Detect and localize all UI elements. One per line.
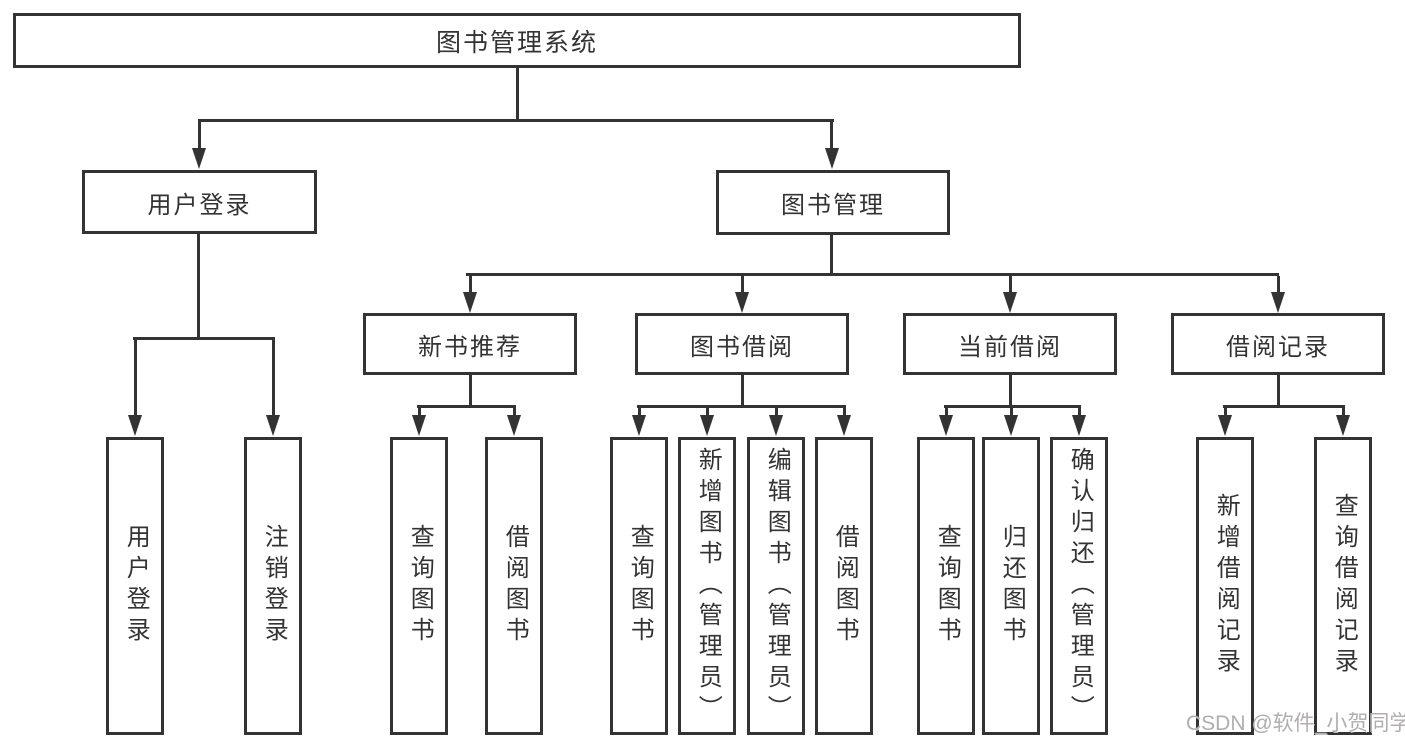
- connector-line: [1277, 374, 1280, 406]
- node-current-borrowing: 当前借阅: [903, 313, 1117, 375]
- arrow-down-icon: [1072, 415, 1086, 436]
- node-book-borrowing: 图书借阅: [635, 313, 849, 375]
- leaf-add-book-admin: 新增图书（管理员）: [678, 437, 736, 735]
- leaf-borrow-books-recommend: 借阅图书: [485, 437, 543, 735]
- arrow-down-icon: [266, 415, 280, 436]
- connector-line: [706, 405, 709, 417]
- leaf-return-book-label: 归还图书: [998, 524, 1026, 648]
- arrow-down-icon: [769, 415, 783, 436]
- connector-line: [637, 405, 846, 408]
- leaf-add-borrow-record: 新增借阅记录: [1196, 437, 1254, 735]
- connector-line: [830, 235, 833, 273]
- arrow-down-icon: [128, 415, 142, 436]
- connector-line: [469, 374, 472, 406]
- connector-line: [1223, 405, 1345, 408]
- arrow-down-icon: [463, 292, 477, 313]
- arrow-down-icon: [632, 415, 646, 436]
- node-borrowing-records: 借阅记录: [1171, 313, 1385, 375]
- arrow-down-icon: [1271, 292, 1285, 313]
- arrow-down-icon: [825, 148, 839, 169]
- node-user-login-label: 用户登录: [147, 191, 252, 219]
- arrow-down-icon: [1003, 292, 1017, 313]
- node-book-management-label: 图书管理: [781, 192, 885, 219]
- connector-line: [1342, 405, 1345, 417]
- connector-line: [198, 122, 201, 149]
- leaf-add-borrow-record-label: 新增借阅记录: [1212, 493, 1240, 679]
- connector-line: [843, 405, 846, 417]
- leaf-borrow-books-borrowing: 借阅图书: [815, 437, 873, 735]
- connector-line: [830, 122, 833, 149]
- connector-line: [418, 405, 421, 417]
- node-library-system: 图书管理系统: [13, 13, 1021, 68]
- node-book-management: 图书管理: [716, 170, 950, 235]
- leaf-confirm-return-admin-label: 确认归还（管理员）: [1066, 446, 1094, 726]
- connector-line: [417, 405, 516, 408]
- connector-line: [945, 405, 948, 417]
- connector-line: [197, 234, 200, 337]
- connector-line: [1009, 276, 1012, 294]
- connector-line: [1277, 276, 1280, 294]
- leaf-borrow-books-recommend-label: 借阅图书: [501, 524, 529, 648]
- connector-line: [741, 374, 744, 406]
- arrow-down-icon: [837, 415, 851, 436]
- leaf-logout-label: 注销登录: [260, 524, 288, 648]
- leaf-query-books-current: 查询图书: [917, 437, 975, 735]
- leaf-query-borrow-record: 查询借阅记录: [1314, 437, 1372, 735]
- connector-line: [638, 405, 641, 417]
- arrow-down-icon: [700, 415, 714, 436]
- leaf-user-login-label: 用户登录: [122, 524, 150, 648]
- connector-line: [272, 340, 275, 416]
- connector-line: [1010, 405, 1013, 417]
- leaf-confirm-return-admin: 确认归还（管理员）: [1050, 437, 1108, 735]
- leaf-user-login: 用户登录: [106, 437, 164, 735]
- leaf-query-books-current-label: 查询图书: [933, 524, 961, 648]
- leaf-return-book: 归还图书: [982, 437, 1040, 735]
- node-book-borrowing-label: 图书借阅: [690, 333, 794, 361]
- arrow-down-icon: [735, 292, 749, 313]
- connector-line: [469, 276, 472, 294]
- arrow-down-icon: [412, 415, 426, 436]
- connector-line: [133, 337, 275, 340]
- arrow-down-icon: [192, 148, 206, 169]
- connector-line: [466, 273, 1279, 276]
- connector-line: [134, 340, 137, 416]
- leaf-edit-book-admin: 编辑图书（管理员）: [747, 437, 805, 735]
- watermark: CSDN @软件_小贺同学: [1186, 712, 1405, 735]
- leaf-add-book-admin-label: 新增图书（管理员）: [694, 446, 722, 726]
- leaf-query-books-recommend: 查询图书: [390, 437, 448, 735]
- arrow-down-icon: [1336, 415, 1350, 436]
- connector-line: [1009, 374, 1012, 406]
- connector-line: [741, 276, 744, 294]
- node-current-borrowing-label: 当前借阅: [958, 333, 1062, 361]
- connector-line: [1078, 405, 1081, 417]
- node-user-login: 用户登录: [82, 170, 317, 234]
- leaf-query-books-borrowing: 查询图书: [610, 437, 668, 735]
- node-new-book-recommend-label: 新书推荐: [418, 333, 522, 361]
- connector-line: [775, 405, 778, 417]
- leaf-query-books-recommend-label: 查询图书: [406, 524, 434, 648]
- leaf-query-borrow-record-label: 查询借阅记录: [1330, 493, 1358, 679]
- leaf-edit-book-admin-label: 编辑图书（管理员）: [763, 446, 791, 726]
- node-library-system-label: 图书管理系统: [435, 28, 598, 57]
- node-new-book-recommend: 新书推荐: [363, 313, 577, 375]
- arrow-down-icon: [939, 415, 953, 436]
- arrow-down-icon: [1218, 415, 1232, 436]
- connector-line: [1224, 405, 1227, 417]
- leaf-logout: 注销登录: [244, 437, 302, 735]
- arrow-down-icon: [1004, 415, 1018, 436]
- connector-line: [198, 119, 834, 122]
- node-borrowing-records-label: 借阅记录: [1226, 333, 1330, 361]
- connector-line: [516, 68, 519, 119]
- connector-line: [513, 405, 516, 417]
- leaf-query-books-borrowing-label: 查询图书: [626, 524, 654, 648]
- arrow-down-icon: [507, 415, 521, 436]
- leaf-borrow-books-borrowing-label: 借阅图书: [831, 524, 859, 648]
